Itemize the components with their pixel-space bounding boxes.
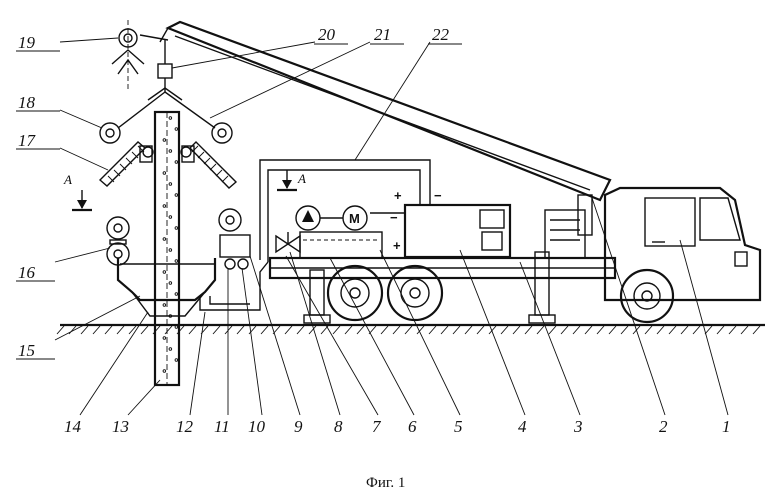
tank-6 [300,232,382,258]
top-leaders [55,38,430,340]
pump-8 [296,206,320,230]
label-4: 4 [518,417,527,436]
label-6: 6 [408,417,417,436]
gripper-rollers-18 [100,123,232,162]
bottom-label-group: 14 13 12 11 10 9 8 7 6 5 4 3 2 1 [64,417,731,436]
rear-wheel-1 [328,266,382,320]
plus-sign-top: + [394,188,402,203]
label-1: 1 [722,417,731,436]
label-9: 9 [294,417,303,436]
minus-sign-mid: − [390,210,398,225]
label-3: 3 [573,417,583,436]
label-20: 20 [318,25,336,44]
section-label-left: A [63,172,72,187]
label-2: 2 [659,417,668,436]
label-10: 10 [248,417,266,436]
truck-chassis [270,258,615,278]
section-label-right: A [297,171,306,186]
figure-caption: Фиг. 1 [366,475,405,491]
hook-pulley-19 [112,20,144,90]
motor-label: M [349,211,360,226]
ground [57,325,765,334]
label-18: 18 [18,93,36,112]
valve-7 [276,232,300,252]
electrode-16 [107,217,129,265]
label-15: 15 [18,341,35,360]
label-16: 16 [18,263,36,282]
label-19: 19 [18,33,36,52]
label-5: 5 [454,417,463,436]
label-7: 7 [372,417,382,436]
crane-boom [140,22,610,200]
label-13: 13 [112,417,129,436]
label-14: 14 [64,417,82,436]
minus-sign-top: − [434,188,442,203]
pile-13 [155,112,179,385]
truck-cab [605,188,760,300]
rails-17 [100,142,236,188]
outrigger-front [529,252,555,323]
label-17: 17 [18,131,37,150]
sling-21 [118,88,215,128]
plus-sign-bottom: + [393,238,401,253]
electrode-unit-10 [219,209,250,269]
rear-wheel-2 [388,266,442,320]
section-mark-right: A [277,170,306,190]
label-22: 22 [432,25,450,44]
label-11: 11 [214,417,230,436]
hook-block-20 [158,40,172,92]
motor-m: M [320,206,367,230]
label-21: 21 [374,25,391,44]
front-wheel [621,270,673,322]
section-mark-left: A [63,172,92,210]
crane-base [545,195,592,258]
label-12: 12 [176,417,194,436]
label-8: 8 [334,417,343,436]
